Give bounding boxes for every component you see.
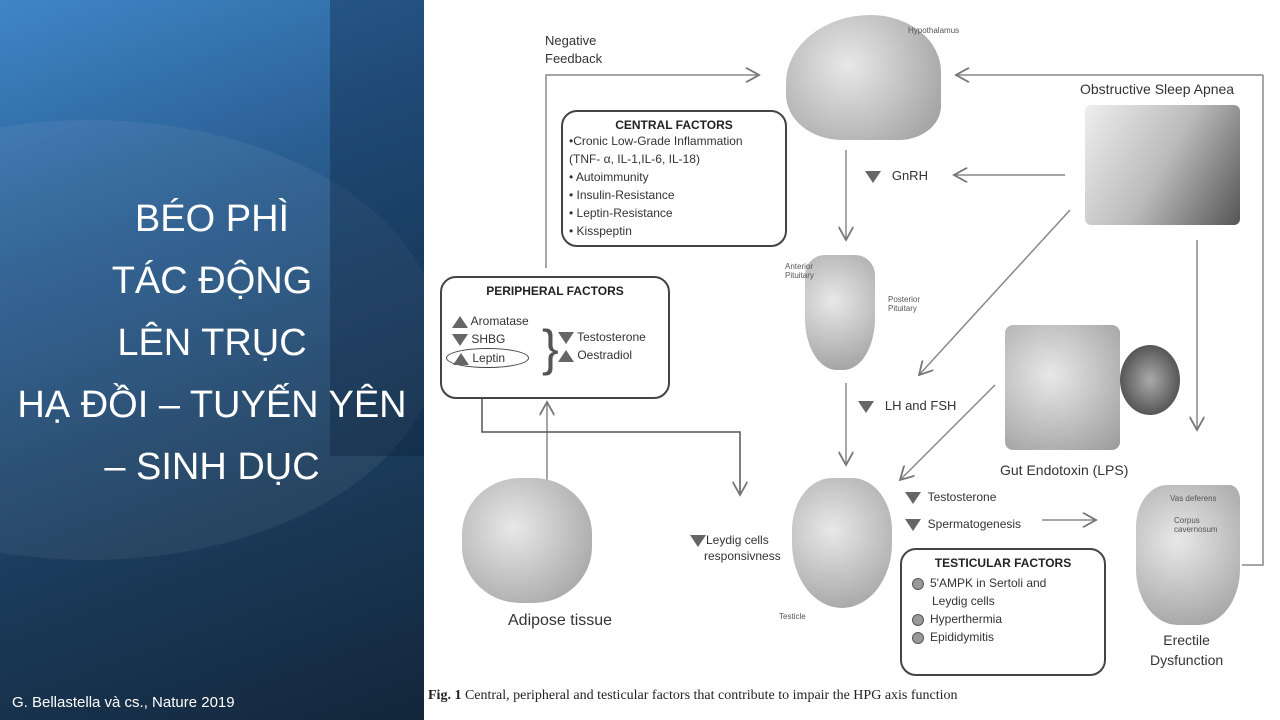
down-arrow-icon: [858, 400, 874, 413]
title-line: – SINH DỤC: [104, 446, 320, 488]
central-factor: •Cronic Low-Grade Inflammation: [569, 134, 743, 148]
aromatase: Aromatase: [470, 314, 529, 328]
title-line: LÊN TRỤC: [117, 322, 307, 364]
down-arrow-icon: [905, 518, 921, 531]
central-factor: • Kisspeptin: [569, 224, 632, 238]
central-factor: • Autoimmunity: [569, 170, 649, 184]
shbg: SHBG: [471, 332, 506, 346]
central-factors-title: CENTRAL FACTORS: [615, 118, 733, 132]
peripheral-factors-box: PERIPHERAL FACTORS Aromatase SHBG Leptin…: [440, 276, 670, 399]
up-arrow-icon: [452, 315, 468, 328]
title-line: HẠ ĐỒI – TUYẾN YÊN: [17, 384, 407, 426]
pituitary-illustration: [805, 255, 875, 370]
peripheral-factors-title: PERIPHERAL FACTORS: [486, 284, 624, 298]
vas-deferens-label: Vas deferens: [1170, 494, 1217, 503]
adipose-illustration: [462, 478, 592, 603]
central-factor: • Leptin-Resistance: [569, 206, 673, 220]
connector-arrows: [481, 0, 1264, 566]
testosterone: Testosterone: [577, 330, 646, 344]
testicular-factors-box: TESTICULAR FACTORS 5'AMPK in Sertoli and…: [900, 548, 1106, 676]
title-panel: BÉO PHÌ TÁC ĐỘNG LÊN TRỤC HẠ ĐỒI – TUYẾN…: [0, 0, 424, 720]
brain-illustration: [786, 15, 941, 140]
gut-endotoxin-label: Gut Endotoxin (LPS): [1000, 462, 1129, 478]
spermatogenesis-effect: Spermatogenesis: [905, 515, 1021, 533]
down-arrow-icon: [905, 491, 921, 504]
testicle-illustration: [792, 478, 892, 608]
decorative-block: [330, 0, 424, 456]
central-factor: (TNF- α, IL-1,IL-6, IL-18): [569, 152, 700, 166]
up-arrow-icon: [558, 349, 574, 362]
down-arrow-icon: [865, 170, 881, 183]
citation: G. Bellastella và cs., Nature 2019: [12, 694, 235, 711]
leptin: Leptin: [472, 351, 506, 365]
gnrh-label: GnRH: [865, 167, 928, 185]
down-arrow-icon: [690, 534, 706, 547]
down-arrow-icon: [558, 331, 574, 344]
down-arrow-icon: [452, 333, 468, 346]
hypothalamus-label: Hypothalamus: [908, 26, 960, 35]
osa-label: Obstructive Sleep Apnea: [1080, 81, 1235, 97]
testicular-factors-title: TESTICULAR FACTORS: [934, 556, 1072, 570]
testosterone-effect: Testosterone: [905, 488, 996, 506]
penis-illustration: [1136, 485, 1240, 625]
bacteria-magnifier: [1120, 345, 1180, 415]
bullet-icon: [912, 613, 924, 626]
up-arrow-icon: [453, 352, 469, 365]
title-line: TÁC ĐỘNG: [111, 260, 313, 302]
adipose-label: Adipose tissue: [508, 612, 613, 629]
central-factor: • Insulin-Resistance: [569, 188, 675, 202]
sleep-apnea-illustration: [1085, 105, 1240, 225]
testicle-label: Testicle: [779, 612, 806, 621]
lh-fsh-label: LH and FSH: [858, 397, 956, 415]
bullet-icon: [912, 577, 924, 590]
gut-illustration: [1005, 325, 1120, 450]
title-line: BÉO PHÌ: [134, 198, 290, 240]
figure-caption: Fig. 1 Central, peripheral and testicula…: [428, 688, 958, 703]
central-factors-box: CENTRAL FACTORS •Cronic Low-Grade Inflam…: [561, 110, 787, 247]
bullet-icon: [912, 631, 924, 644]
oestradiol: Oestradiol: [577, 348, 633, 362]
slide-title: BÉO PHÌ TÁC ĐỘNG LÊN TRỤC HẠ ĐỒI – TUYẾN…: [0, 188, 424, 498]
